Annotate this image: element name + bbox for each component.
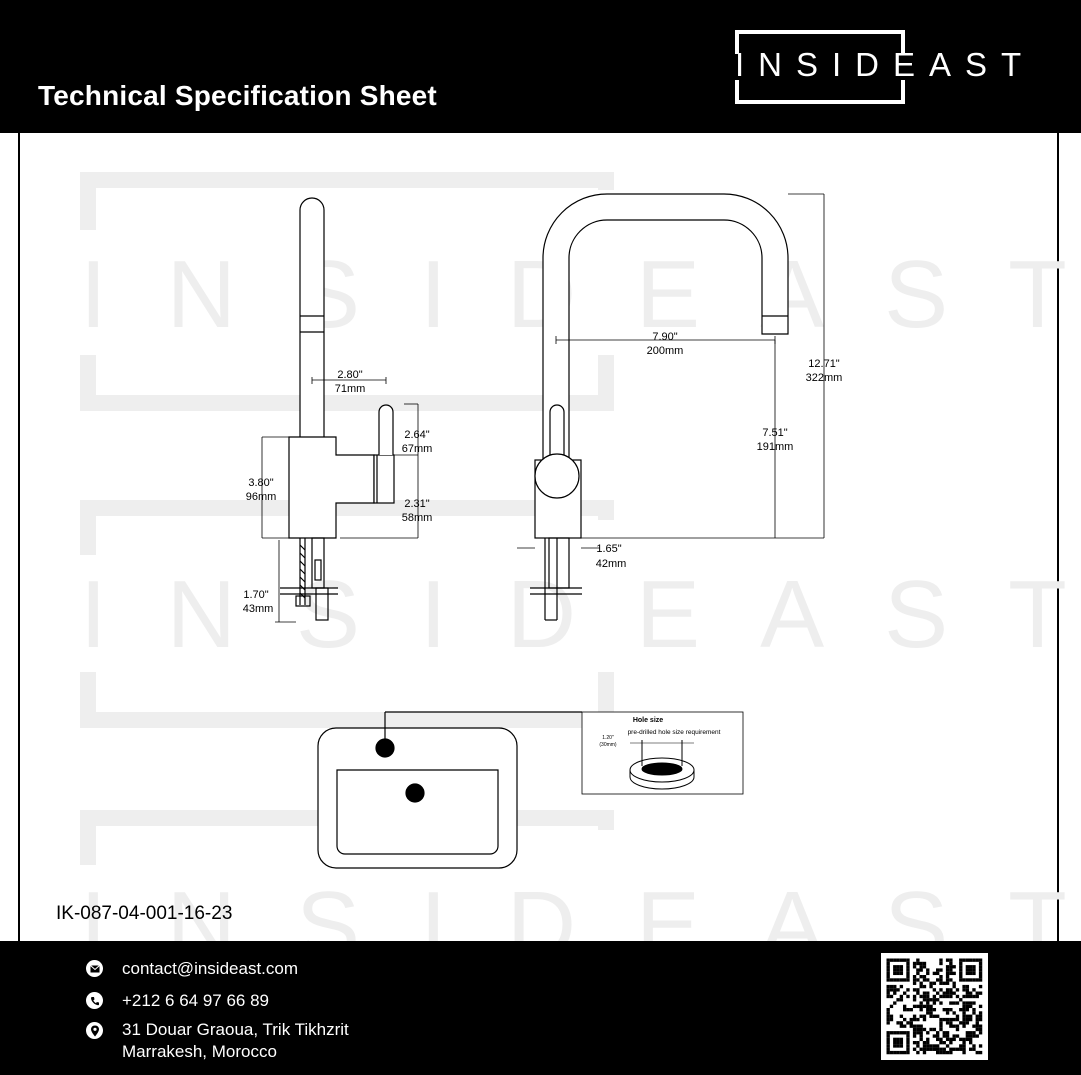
dim-total-height-in: 12.71" (808, 358, 840, 370)
envelope-icon (86, 960, 103, 977)
side-view-faucet (280, 197, 395, 621)
technical-drawing: INSIDEAST INSIDEAST INSIDEAST (80, 172, 1081, 941)
dim-shank-length-mm: 43mm (243, 603, 274, 615)
contact-email-row[interactable]: contact@insideast.com (86, 959, 298, 979)
dim-reach-mm: 200mm (647, 345, 684, 357)
hole-detail-note: pre-drilled hole size requirement (628, 729, 721, 736)
hole-detail-callout (581, 711, 744, 795)
contact-email[interactable]: contact@insideast.com (122, 959, 299, 978)
dim-total-height-mm: 322mm (806, 372, 843, 384)
contact-address-line1: 31 Douar Graoua, Trik Tikhzrit (122, 1020, 349, 1039)
qr-code[interactable] (881, 953, 988, 1060)
front-view-faucet (530, 193, 789, 621)
hole-size-mm: (30mm) (599, 742, 617, 748)
dim-handle-base-mm: 58mm (402, 512, 433, 524)
document-code: IK-087-04-001-16-23 (56, 903, 233, 924)
dim-body-height-in: 3.80" (248, 477, 273, 489)
location-pin-icon (86, 1022, 103, 1039)
side-view-dimensions (261, 377, 419, 623)
hole-detail-title: Hole size (633, 717, 663, 724)
watermark-text: INSIDEAST (80, 872, 1081, 941)
dim-reach-in: 7.90" (652, 331, 677, 343)
dim-base-diameter-in: 1.65" (596, 543, 621, 555)
dim-shank-length-in: 1.70" (243, 589, 268, 601)
dim-body-height-mm: 96mm (246, 491, 277, 503)
watermark-text: INSIDEAST (80, 561, 1081, 668)
dim-spout-clearance-in: 7.51" (762, 427, 787, 439)
phone-icon (86, 992, 103, 1009)
dim-handle-height-mm: 67mm (402, 443, 433, 455)
qr-modules (886, 958, 983, 1055)
dim-spout-clearance-mm: 191mm (757, 441, 794, 453)
sheet-title: Technical Specification Sheet (38, 80, 437, 111)
contact-address-row: 31 Douar Graoua, Trik Tikhzrit Marrakesh… (86, 1020, 349, 1063)
header-band: Technical Specification Sheet INSIDEAST (0, 0, 1081, 133)
dim-base-diameter-mm: 42mm (596, 558, 627, 570)
watermark-text: INSIDEAST (80, 241, 1081, 348)
sink-top-view (317, 711, 582, 869)
contact-address-line2: Marrakesh, Morocco (122, 1042, 277, 1061)
contact-phone-row[interactable]: +212 6 64 97 66 89 (86, 991, 269, 1011)
brand-logo: INSIDEAST (735, 30, 1025, 104)
front-view-dimensions (517, 193, 825, 549)
dim-handle-base-in: 2.31" (404, 498, 429, 510)
hole-size-in: 1.20" (602, 735, 614, 741)
drawing-frame (18, 133, 1059, 941)
dim-spout-offset-in: 2.80" (337, 369, 362, 381)
contact-phone[interactable]: +212 6 64 97 66 89 (122, 991, 269, 1010)
dim-spout-offset-mm: 71mm (335, 383, 366, 395)
dim-handle-height-in: 2.64" (404, 429, 429, 441)
logo-frame (735, 30, 905, 104)
logo-wordmark: INSIDEAST (735, 46, 1036, 83)
